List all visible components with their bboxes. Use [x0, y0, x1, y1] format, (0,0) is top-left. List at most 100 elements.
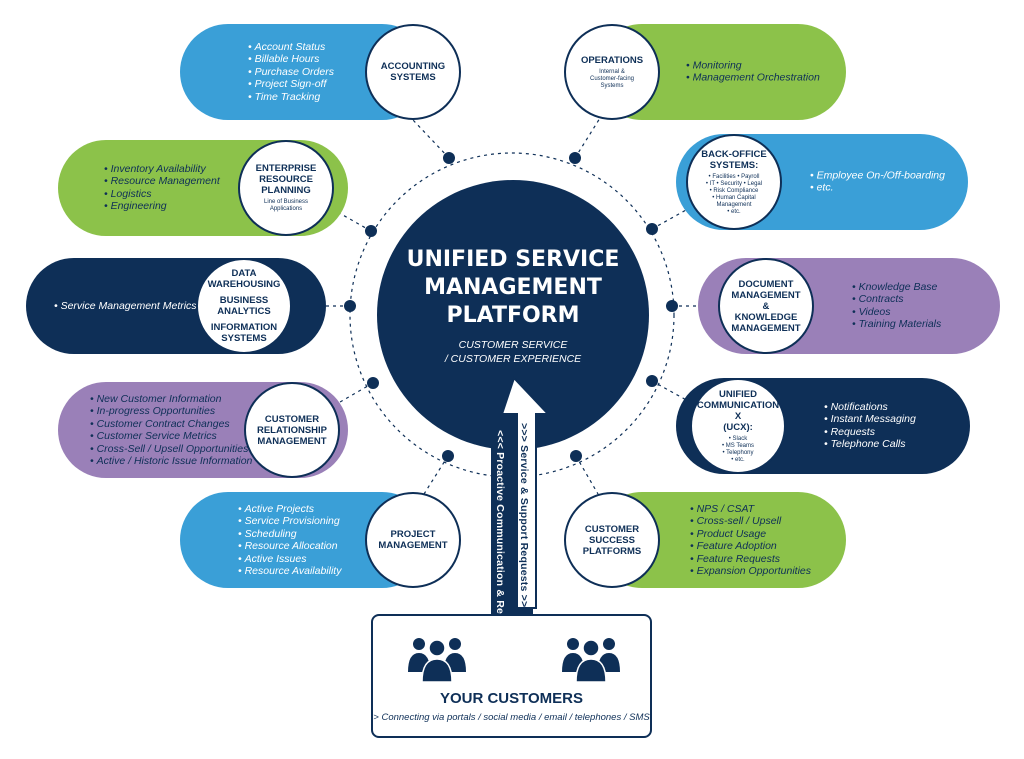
list-item: Resource Availability: [238, 565, 342, 577]
data-items: Service Management Metrics: [54, 300, 197, 312]
list-item: Billable Hours: [248, 53, 334, 65]
list-item: Active Issues: [238, 552, 341, 564]
operations-items: Monitoring Management Orchestration: [686, 60, 820, 85]
connector-dot: [666, 300, 678, 312]
customer-group-icon: [562, 638, 620, 683]
list-item: Resource Allocation: [238, 540, 341, 552]
list-item: Instant Messaging: [824, 414, 916, 426]
list-item: Project Sign-off: [248, 78, 334, 90]
connector-dot: [344, 300, 356, 312]
list-item: Management Orchestration: [686, 72, 820, 84]
connector-dot: [570, 450, 582, 462]
accounting-items: Account Status Billable Hours Purchase O…: [248, 41, 334, 103]
requests-flow-label: >>> Service & Support Requests >>>: [518, 423, 530, 614]
connector-dot: [443, 152, 455, 164]
list-item: Logistics: [104, 188, 220, 200]
connector-spoke: [423, 455, 449, 495]
connector-spoke: [575, 455, 599, 495]
platform-hub: UNIFIED SERVICE MANAGEMENT PLATFORM CUST…: [377, 180, 649, 450]
list-item: Cross-Sell / Upsell Opportunities: [90, 442, 252, 454]
connector-dot: [646, 223, 658, 235]
customer-group-icon: [408, 638, 466, 683]
list-item: Time Tracking: [248, 91, 334, 103]
connector-spoke: [574, 117, 601, 159]
node-subtitle: • Slack• MS Teams• Telephony• etc.: [722, 435, 754, 463]
project-items: Active Projects Service Provisioning Sch…: [238, 503, 342, 577]
list-item: Employee On-/Off-boarding: [810, 170, 945, 182]
proactive-flow-label: <<< Proactive Communication & Reporting …: [494, 430, 506, 674]
document-items: Knowledge Base Contracts Videos Training…: [852, 281, 942, 331]
list-item: Feature Adoption: [690, 540, 811, 552]
list-item: Resource Management: [104, 176, 220, 188]
customers-subtitle: > Connecting via portals / social media …: [373, 712, 650, 723]
list-item: Customer Service Metrics: [90, 430, 252, 442]
list-item: New Customer Information: [90, 393, 252, 405]
list-item: Requests: [824, 426, 916, 438]
list-item: Cross-sell / Upsell: [690, 515, 811, 527]
list-item: Training Materials: [852, 318, 942, 330]
erp-items: Inventory Availability Resource Manageme…: [104, 163, 220, 213]
platform-subtitle: CUSTOMER SERVICE / CUSTOMER EXPERIENCE: [444, 339, 582, 365]
list-item: NPS / CSAT: [690, 503, 811, 515]
list-item: Account Status: [248, 41, 334, 53]
list-item: Telephone Calls: [824, 438, 916, 450]
list-item: Customer Contract Changes: [90, 418, 252, 430]
customers-title: YOUR CUSTOMERS: [439, 690, 584, 707]
connector-dot: [365, 225, 377, 237]
connector-dot: [646, 375, 658, 387]
list-item: Service Management Metrics: [54, 300, 197, 312]
list-item: Knowledge Base: [852, 281, 941, 293]
success-items: NPS / CSAT Cross-sell / Upsell Product U…: [690, 503, 811, 577]
list-item: Feature Requests: [690, 552, 811, 564]
list-item: Contracts: [852, 294, 941, 306]
list-item: Purchase Orders: [248, 66, 334, 78]
platform-title: UNIFIED SERVICE MANAGEMENT PLATFORM: [406, 247, 620, 328]
list-item: Notifications: [824, 401, 916, 413]
list-item: Active / Historic Issue Information: [90, 455, 253, 467]
list-item: Engineering: [104, 200, 220, 212]
up-arrow: [500, 376, 551, 609]
backoffice-items: Employee On-/Off-boarding etc.: [810, 170, 945, 195]
list-item: Active Projects: [238, 503, 341, 515]
node-title: OPERATIONS: [580, 54, 644, 66]
connector-dot: [367, 377, 379, 389]
node-subtitle: • Facilities • Payroll• IT • Security • …: [705, 173, 763, 215]
connector-spoke: [412, 119, 450, 159]
list-item: Expansion Opportunities: [690, 565, 811, 577]
list-item: Product Usage: [690, 528, 811, 540]
list-item: Scheduling: [238, 528, 341, 540]
connector-dot: [569, 152, 581, 164]
ucx-items: Notifications Instant Messaging Requests…: [824, 401, 916, 451]
list-item: etc.: [810, 182, 945, 194]
crm-items: New Customer Information In-progress Opp…: [90, 393, 253, 467]
list-item: Inventory Availability: [104, 163, 220, 175]
list-item: Videos: [852, 306, 941, 318]
connector-dot: [442, 450, 454, 462]
list-item: In-progress Opportunities: [90, 405, 252, 417]
list-item: Service Provisioning: [238, 515, 341, 527]
